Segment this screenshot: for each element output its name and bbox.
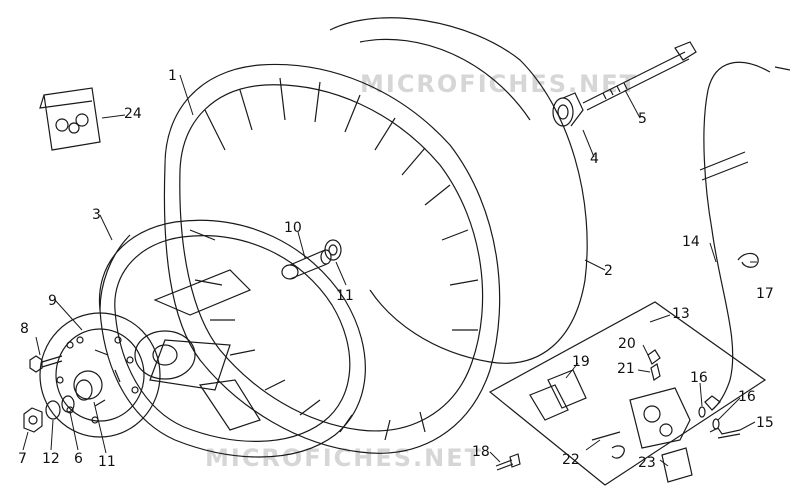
callout-2: 2 (604, 263, 613, 279)
part-24-kit-bag (39, 87, 101, 151)
leader-lines (22, 74, 757, 467)
callout-5: 5 (638, 111, 647, 127)
callout-21: 21 (617, 361, 635, 377)
callout-1: 1 (168, 68, 177, 84)
callout-10: 10 (284, 220, 302, 236)
callout-24: 24 (124, 106, 142, 122)
callout-20: 20 (618, 336, 636, 352)
part-6-washer (61, 395, 75, 413)
callout-13: 13 (672, 306, 690, 322)
part-15-banjo-bolt (709, 427, 741, 439)
watermark-top: MICROFICHES.NET (360, 70, 638, 98)
callout-8: 8 (20, 321, 29, 337)
part-19-brake-pads (529, 369, 587, 421)
part-11-bearing-upper (324, 239, 342, 261)
part-3-wheel-rim (98, 219, 366, 458)
part-14-cable (699, 61, 791, 411)
callout-17: 17 (756, 286, 774, 302)
callout-7: 7 (18, 451, 27, 467)
watermark-bottom: MICROFICHES.NET (205, 444, 483, 472)
part-17-clip (737, 252, 759, 268)
part-1-tire (163, 63, 501, 454)
callout-23: 23 (638, 455, 656, 471)
part-10-spacer (281, 249, 332, 280)
callouts: 1 2 3 4 5 6 7 8 9 10 11 11 12 13 14 15 1… (18, 68, 774, 471)
callout-19: 19 (572, 354, 590, 370)
part-4-speedo-drive (552, 92, 584, 127)
callout-14: 14 (682, 234, 700, 250)
part-7-nut (23, 407, 43, 433)
callout-16-right: 16 (738, 389, 756, 405)
part-16-washer-b (712, 418, 720, 430)
part-13-caliper-kit-frame (488, 301, 767, 486)
part-23-pad-spring (661, 447, 693, 483)
callout-15: 15 (756, 415, 774, 431)
part-8-bolt (29, 355, 63, 373)
part-2-rim-edge (359, 38, 531, 121)
callout-18: 18 (472, 444, 490, 460)
part-5-axle (582, 41, 697, 111)
part-18-bolt (495, 453, 521, 471)
callout-16-left: 16 (690, 370, 708, 386)
part-2-rear-disc (329, 17, 588, 364)
part-22-pins (591, 431, 625, 459)
callout-11-upper: 11 (336, 288, 354, 304)
callout-11-lower: 11 (98, 454, 116, 470)
callout-6: 6 (74, 451, 83, 467)
part-21-bleed-screw (650, 363, 661, 381)
part-16-washer-a (698, 406, 706, 418)
caliper-body (629, 387, 691, 449)
callout-3: 3 (92, 207, 101, 223)
part-20-cap (647, 349, 661, 365)
callout-4: 4 (590, 151, 599, 167)
part-12-spacer (45, 400, 61, 420)
callout-9: 9 (48, 293, 57, 309)
callout-22: 22 (562, 452, 580, 468)
part-11-bearing-lower (75, 379, 93, 401)
callout-12: 12 (42, 451, 60, 467)
part-9-brake-disc (39, 312, 161, 438)
